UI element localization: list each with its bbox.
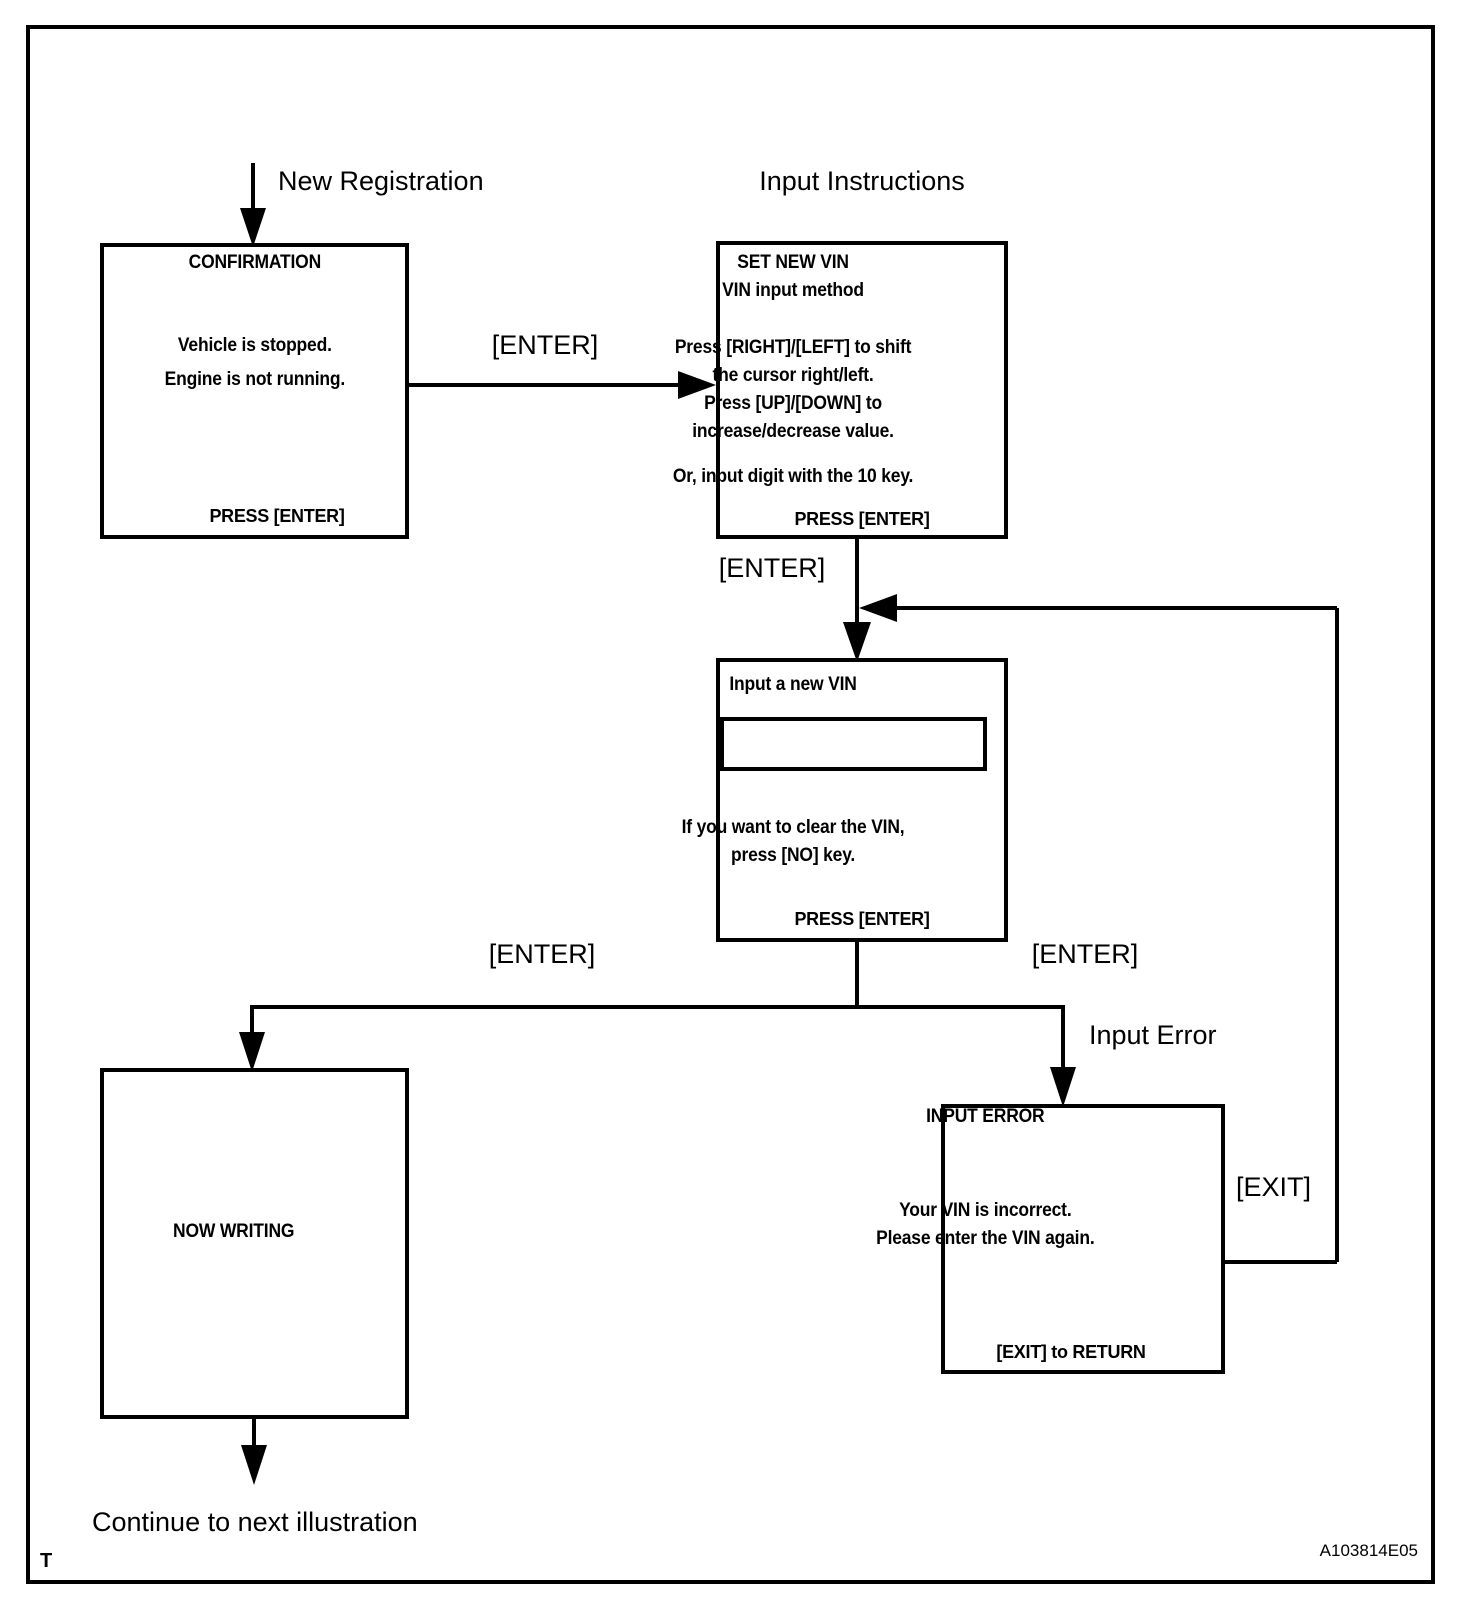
node-set-new-vin[interactable]: SET NEW VIN VIN input method Press [RIGH… bbox=[673, 241, 1008, 539]
vin-entry-field[interactable] bbox=[720, 717, 987, 771]
input-error-box-outline bbox=[941, 1104, 1225, 1374]
arrow-now-writing-to-continue bbox=[241, 1417, 267, 1485]
label-input-instructions: Input Instructions bbox=[759, 166, 965, 196]
node-input-new-vin[interactable]: Input a new VIN If you want to clear the… bbox=[682, 658, 1008, 942]
confirmation-footer: PRESS [ENTER] bbox=[209, 506, 344, 526]
arrow-entry-new-registration bbox=[240, 163, 266, 247]
input-error-footer: [EXIT] to RETURN bbox=[996, 1342, 1145, 1362]
node-now-writing[interactable]: NOW WRITING bbox=[100, 1068, 409, 1419]
set-new-vin-footer: PRESS [ENTER] bbox=[794, 509, 929, 529]
set-new-vin-body-line-1: Press [RIGHT]/[LEFT] to shift bbox=[675, 335, 911, 357]
set-new-vin-body-line-5: Or, input digit with the 10 key. bbox=[673, 464, 913, 486]
input-vin-body-line-2: press [NO] key. bbox=[731, 843, 855, 865]
confirmation-box-outline bbox=[100, 243, 409, 539]
set-new-vin-title-line-1: SET NEW VIN bbox=[737, 250, 849, 272]
now-writing-title: NOW WRITING bbox=[173, 1219, 294, 1241]
now-writing-box-outline bbox=[100, 1068, 409, 1419]
input-error-title: INPUT ERROR bbox=[926, 1104, 1044, 1126]
label-enter-confirmation: [ENTER] bbox=[492, 330, 599, 360]
arrow-set-new-vin-to-input-vin bbox=[843, 537, 871, 662]
illustration-frame bbox=[26, 25, 1435, 1584]
set-new-vin-body-line-2: the cursor right/left. bbox=[713, 363, 874, 385]
node-confirmation[interactable]: CONFIRMATION Vehicle is stopped. Engine … bbox=[100, 243, 409, 539]
label-enter-left-branch: [ENTER] bbox=[489, 939, 596, 969]
arrow-confirmation-to-set-new-vin bbox=[407, 371, 716, 399]
label-input-error: Input Error bbox=[1089, 1020, 1217, 1050]
label-exit: [EXIT] bbox=[1236, 1172, 1311, 1202]
label-enter-set-new-vin: [ENTER] bbox=[719, 553, 826, 583]
input-vin-title: Input a new VIN bbox=[729, 672, 856, 694]
label-continue-to-next-illustration: Continue to next illustration bbox=[92, 1507, 418, 1537]
corner-mark: T bbox=[40, 1550, 52, 1572]
label-new-registration: New Registration bbox=[278, 166, 484, 196]
set-new-vin-title-line-2: VIN input method bbox=[722, 278, 864, 300]
confirmation-title: CONFIRMATION bbox=[189, 250, 321, 272]
input-vin-body-line-1: If you want to clear the VIN, bbox=[682, 815, 905, 837]
figure-code: A103814E05 bbox=[1320, 1541, 1418, 1560]
set-new-vin-box-outline bbox=[716, 241, 1008, 539]
branch-after-input-vin bbox=[239, 940, 1076, 1107]
arrow-feedback-loop-exit bbox=[859, 594, 1339, 1264]
confirmation-body-line-1: Vehicle is stopped. bbox=[178, 333, 332, 355]
node-input-error[interactable]: INPUT ERROR Your VIN is incorrect. Pleas… bbox=[876, 1104, 1225, 1374]
set-new-vin-body-line-4: increase/decrease value. bbox=[692, 419, 894, 441]
label-enter-right-branch: [ENTER] bbox=[1032, 939, 1139, 969]
input-error-body-line-1: Your VIN is incorrect. bbox=[899, 1198, 1071, 1220]
input-vin-box-outline bbox=[716, 658, 1008, 942]
input-vin-footer: PRESS [ENTER] bbox=[794, 909, 929, 929]
confirmation-body-line-2: Engine is not running. bbox=[165, 367, 345, 389]
input-error-body-line-2: Please enter the VIN again. bbox=[876, 1226, 1094, 1248]
set-new-vin-body-line-3: Press [UP]/[DOWN] to bbox=[704, 391, 882, 413]
